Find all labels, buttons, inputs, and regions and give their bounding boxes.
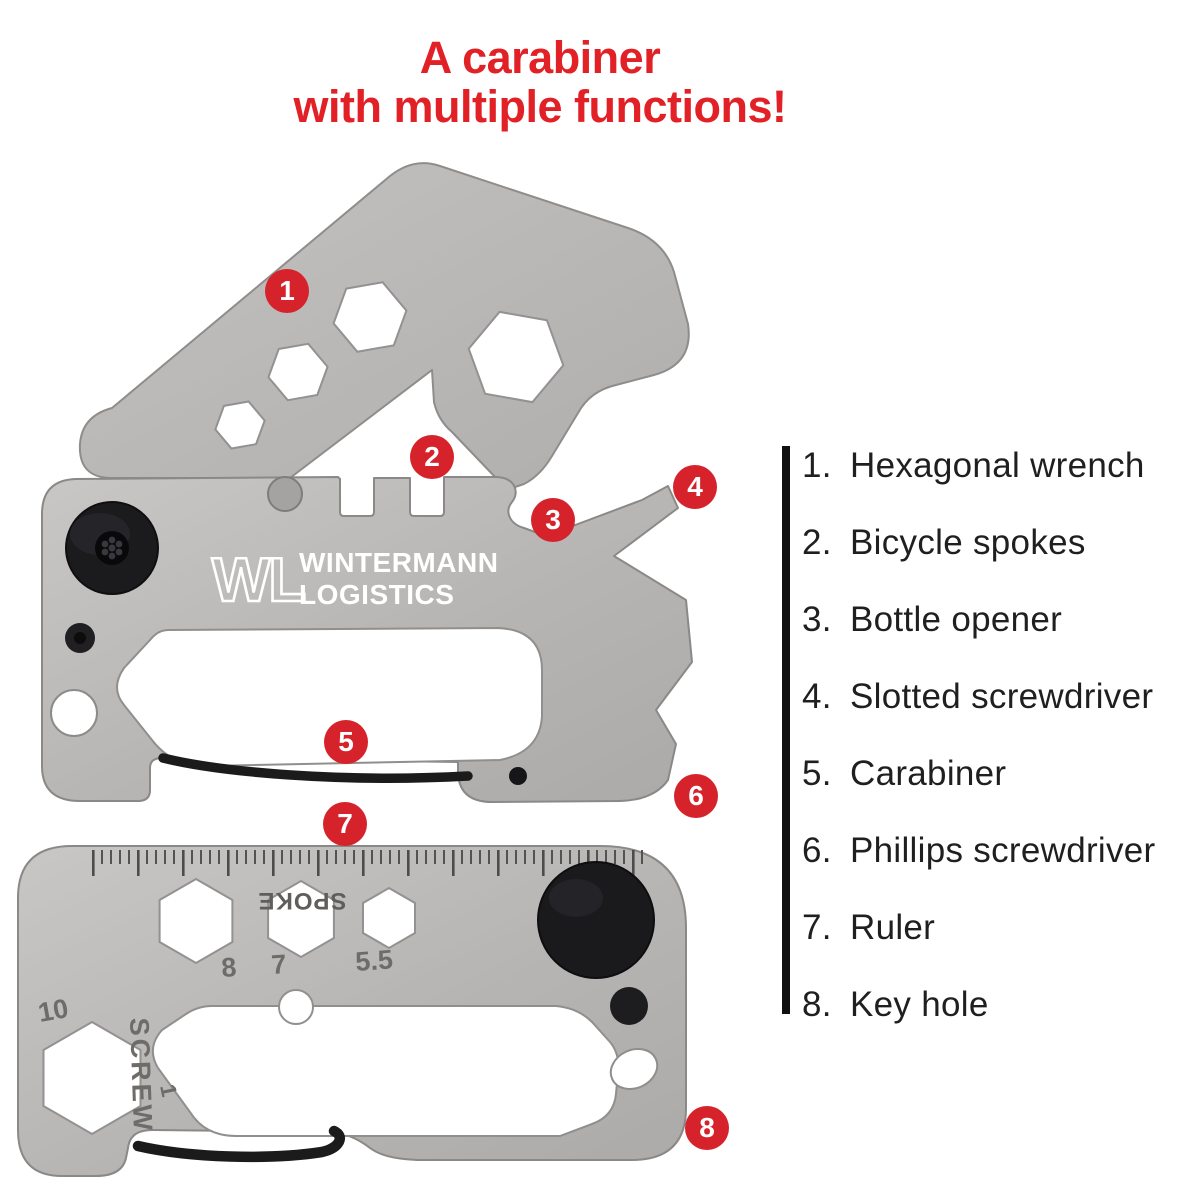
hex-label-5-5: 5.5 — [354, 944, 394, 977]
thumb-stud — [537, 861, 655, 979]
legend-item-label: Key hole — [850, 985, 989, 1024]
torx-star — [101, 536, 123, 560]
hex-5-5mm — [362, 886, 416, 950]
legend-item-bottle-opener: 3. Bottle opener — [802, 598, 1156, 642]
upper-tool-arm-group — [78, 162, 690, 490]
lanyard-hole — [50, 689, 98, 737]
hex-cutout-medium — [267, 342, 329, 402]
legend-item-label: Carabiner — [850, 754, 1007, 793]
rivet-center — [74, 632, 86, 644]
brand-name-line1: WINTERMANN — [299, 547, 498, 578]
legend-item-key-hole: 8. Key hole — [802, 983, 1156, 1027]
legend-item-phillips-screwdriver: 6. Phillips screwdriver — [802, 829, 1156, 873]
legend-item-label: Phillips screwdriver — [850, 831, 1156, 870]
legend-item-ruler: 7. Ruler — [802, 906, 1156, 950]
hex-cutout-head — [467, 310, 565, 404]
wire-gate-lower — [132, 1125, 345, 1163]
hex-label-8: 8 — [220, 952, 237, 983]
key-hole — [609, 1048, 659, 1090]
legend-item-label: Slotted screwdriver — [850, 677, 1154, 716]
slot-relief-notch — [278, 989, 314, 1025]
lock-button — [610, 987, 648, 1025]
spoke-engraving: SPOKE — [257, 887, 346, 914]
hex-cutout-small — [214, 400, 266, 450]
slot-label-1: 1 — [155, 1082, 182, 1099]
brand-monogram: WL — [212, 546, 305, 615]
legend-item-number: 1. — [802, 446, 832, 485]
gate-pin-hole — [509, 767, 527, 785]
hex-10mm-screw — [42, 1020, 142, 1136]
legend-item-number: 5. — [802, 754, 832, 793]
legend-item-bicycle-spokes: 2. Bicycle spokes — [802, 521, 1156, 565]
size-label-10: 10 — [36, 993, 71, 1028]
legend-list: 1. Hexagonal wrench 2. Bicycle spokes 3.… — [802, 444, 1156, 1027]
hex-cutout-large — [332, 281, 408, 353]
callout-7-ruler: 7 — [323, 802, 367, 846]
spoke-edge-hole — [267, 476, 303, 512]
legend-item-number: 2. — [802, 523, 832, 562]
legend-item-label: Ruler — [850, 908, 936, 947]
page-title: A carabiner with multiple functions! — [0, 33, 1080, 131]
legend-item-label: Bicycle spokes — [850, 523, 1086, 562]
thumb-stud-highlight — [549, 879, 603, 917]
callout-1-hex-wrench: 1 — [265, 269, 309, 313]
screw-engraving: SCREW — [124, 1017, 158, 1133]
carabiner-slot — [151, 1005, 620, 1137]
legend-item-label: Hexagonal wrench — [850, 446, 1145, 485]
brand-name-line2: LOGISTICS — [299, 579, 454, 610]
lower-tool-group: SPOKE 8 7 5.5 10 SCREW 1 — [17, 845, 687, 1177]
hex-8mm — [158, 877, 234, 965]
page-title-line2: with multiple functions! — [293, 81, 787, 132]
legend-divider-bar — [782, 446, 790, 1014]
callout-4-slotted-driver: 4 — [673, 465, 717, 509]
upper-tool-body-group: WL WINTERMANN LOGISTICS — [41, 476, 693, 803]
legend-item-hex-wrench: 1. Hexagonal wrench — [802, 444, 1156, 488]
callout-5-carabiner: 5 — [324, 720, 368, 764]
legend-item-slotted-screwdriver: 4. Slotted screwdriver — [802, 675, 1156, 719]
legend-item-label: Bottle opener — [850, 600, 1063, 639]
callout-6-phillips-driver: 6 — [674, 774, 718, 818]
legend-item-number: 8. — [802, 985, 832, 1024]
hex-7mm — [267, 879, 335, 959]
ruler-ticks — [92, 850, 646, 877]
legend-item-number: 4. — [802, 677, 832, 716]
page-title-line1: A carabiner — [419, 32, 661, 83]
callout-3-bottle-opener: 3 — [531, 498, 575, 542]
legend-item-carabiner: 5. Carabiner — [802, 752, 1156, 796]
legend-item-number: 7. — [802, 908, 832, 947]
legend-item-number: 3. — [802, 600, 832, 639]
hex-label-7: 7 — [270, 949, 287, 980]
legend-item-number: 6. — [802, 831, 832, 870]
callout-8-key-hole: 8 — [685, 1106, 729, 1150]
callout-2-bicycle-spokes: 2 — [410, 435, 454, 479]
wire-gate-upper — [158, 753, 473, 783]
